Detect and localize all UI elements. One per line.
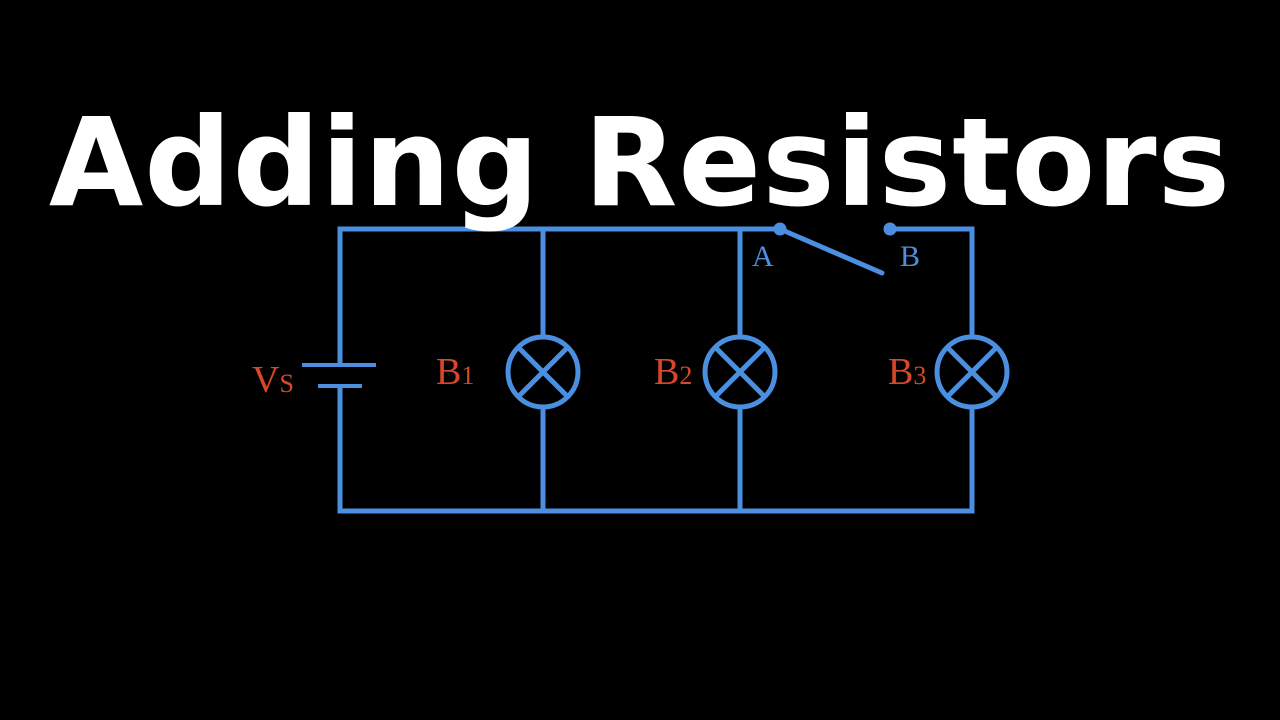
top-wire-right <box>887 226 975 338</box>
bulb-2-cross-b <box>713 345 767 399</box>
bulb-2-label: B2 <box>654 351 692 393</box>
bulb-3-symbol <box>934 334 1010 410</box>
battery-symbol <box>302 363 376 388</box>
bulb-3-label-symbol: B <box>888 351 913 393</box>
switch-terminal-b-label: B <box>900 240 920 273</box>
source-label: VS <box>252 359 294 401</box>
top-wire-left <box>337 226 783 366</box>
bulb-3-ring <box>934 334 1010 410</box>
bottom-wire <box>337 385 975 514</box>
bulb-3-label: B3 <box>888 351 926 393</box>
bulb-1-ring <box>505 334 581 410</box>
switch-terminal-a-dot <box>773 222 787 236</box>
switch-symbol <box>773 222 897 276</box>
switch-terminal-a-label: A <box>752 240 774 273</box>
slide-title: Adding Resistors <box>48 92 1232 234</box>
bulb-1-label-symbol: B <box>436 351 461 393</box>
bulb-3-label-subscript: 3 <box>913 361 926 390</box>
bulb-2-ring <box>702 334 778 410</box>
bulb-1-cross-b <box>516 345 570 399</box>
source-label-symbol: V <box>252 359 280 401</box>
bulb-2-label-subscript: 2 <box>679 361 692 390</box>
source-label-subscript: S <box>279 369 293 398</box>
bulb-1-label: B1 <box>436 351 474 393</box>
bulb-1-symbol <box>505 334 581 410</box>
bulb-2-symbol <box>702 334 778 410</box>
bulb-1-label-subscript: 1 <box>461 361 474 390</box>
switch-arm <box>777 226 885 276</box>
bulb-3-cross-b <box>945 345 999 399</box>
bulb-2-label-symbol: B <box>654 351 679 393</box>
switch-terminal-b-dot <box>883 222 897 236</box>
